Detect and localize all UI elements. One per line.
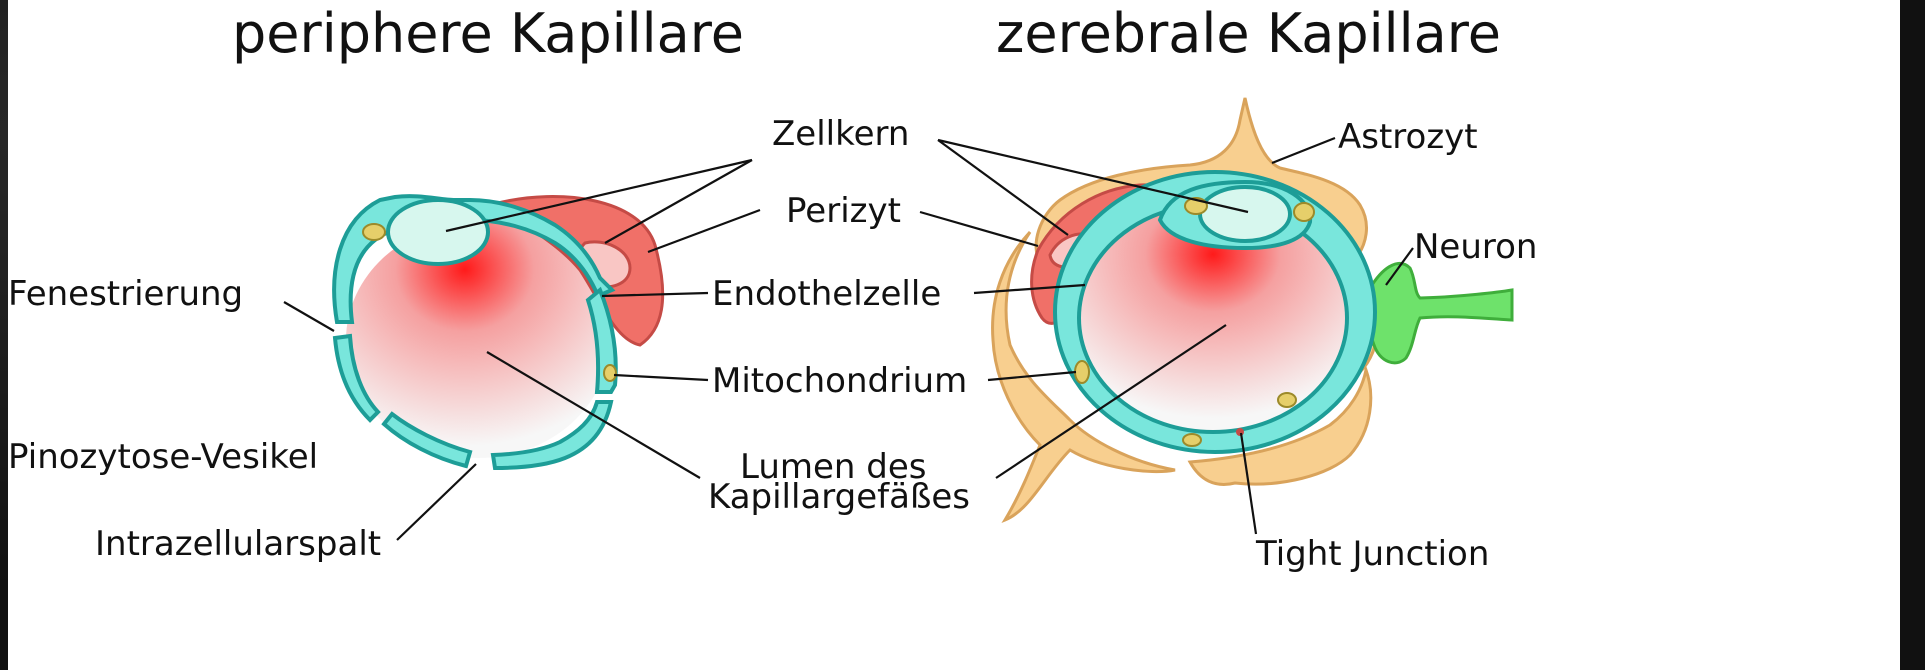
cerebral-mitochondrion-3 <box>1075 361 1089 383</box>
label-perizyt: Perizyt <box>786 191 901 231</box>
label-intrazellularspalt: Intrazellularspalt <box>95 524 381 564</box>
line-astrozyt <box>1272 138 1335 163</box>
peripheral-endothelial-nucleus <box>388 200 488 264</box>
peripheral-mitochondrion-1 <box>363 224 385 240</box>
line-fenestrierung <box>284 302 334 331</box>
label-endothelzelle: Endothelzelle <box>712 274 941 314</box>
line-zellkern-left-pericyte <box>605 160 752 243</box>
line-perizyt-right <box>920 212 1038 246</box>
cerebral-mitochondrion-5 <box>1278 393 1296 407</box>
label-tight-junction: Tight Junction <box>1255 534 1489 574</box>
label-fenestrierung: Fenestrierung <box>8 274 243 314</box>
line-mito-left <box>614 375 708 380</box>
label-lumen-line2: Kapillargefäßes <box>708 477 970 517</box>
cerebral-endothelial-nucleus <box>1200 187 1290 241</box>
title-peripheral: periphere Kapillare <box>232 2 744 65</box>
line-intrazellularspalt <box>397 464 476 540</box>
label-mitochondrium: Mitochondrium <box>712 361 967 401</box>
cerebral-mitochondrion-4 <box>1183 434 1201 446</box>
title-cerebral: zerebrale Kapillare <box>996 2 1501 65</box>
peripheral-mitochondrion-2 <box>604 365 616 381</box>
cerebral-capillary <box>993 98 1512 520</box>
neuron <box>1368 263 1512 362</box>
label-astrozyt: Astrozyt <box>1338 117 1478 157</box>
label-zellkern: Zellkern <box>772 114 909 154</box>
label-pinozytose: Pinozytose-Vesikel <box>8 437 318 477</box>
label-neuron: Neuron <box>1414 227 1537 267</box>
line-perizyt-left <box>648 210 760 252</box>
tight-junction-marker <box>1236 428 1244 436</box>
cerebral-mitochondrion-2 <box>1294 203 1314 221</box>
